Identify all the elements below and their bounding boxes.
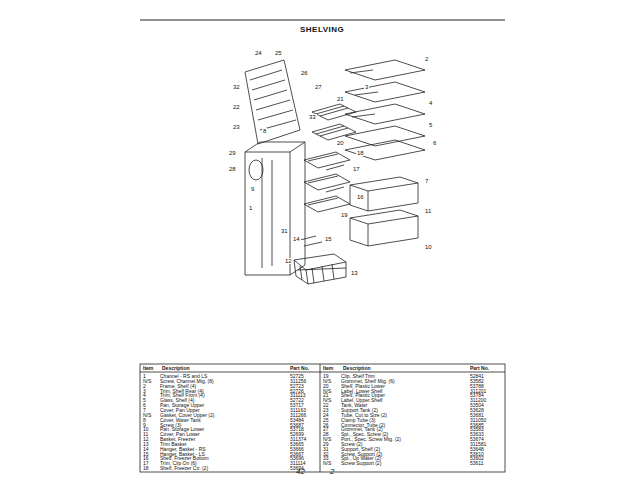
table-cell: 18 bbox=[143, 466, 149, 471]
table-header: Item bbox=[143, 366, 153, 371]
table-header: Part No. bbox=[290, 366, 309, 371]
callout-number: 9 bbox=[250, 186, 255, 192]
table-cell: N/S bbox=[323, 461, 331, 466]
callout-number: 21 bbox=[336, 96, 345, 102]
callout-number: 20 bbox=[336, 140, 345, 146]
callout-number: 14 bbox=[292, 236, 301, 242]
callout-number: 32 bbox=[232, 84, 241, 90]
callout-number: 31 bbox=[280, 228, 289, 234]
callout-number: 7 bbox=[424, 178, 429, 184]
callout-number: 33 bbox=[308, 114, 317, 120]
callout-number: 18 bbox=[356, 150, 365, 156]
page-number: 2 bbox=[330, 468, 334, 476]
table-header: Part No. bbox=[470, 366, 489, 371]
callout-number: 1 bbox=[248, 205, 253, 211]
callout-number: 11 bbox=[424, 208, 432, 214]
table-header: Description bbox=[343, 366, 371, 371]
table-cell: Shelf, Freezer Ctr. (2) bbox=[160, 466, 208, 471]
table-cell: 53611 bbox=[470, 461, 484, 466]
callout-number: 16 bbox=[356, 194, 365, 200]
callout-number: 3 bbox=[364, 84, 369, 90]
callout-number: 27 bbox=[314, 84, 323, 90]
table-header: Description bbox=[162, 366, 190, 371]
callout-number: 13 bbox=[350, 270, 359, 276]
callout-number: 19 bbox=[340, 212, 349, 218]
callout-number: 17 bbox=[352, 166, 361, 172]
callout-number: 29 bbox=[228, 150, 237, 156]
callout-number: 22 bbox=[232, 104, 241, 110]
callout-number: 23 bbox=[232, 124, 241, 130]
callout-number: 28 bbox=[228, 166, 237, 172]
table-cell: Screw Support (2) bbox=[341, 461, 381, 466]
callout-number: 6 bbox=[432, 140, 437, 146]
callout-number: 4 bbox=[428, 100, 433, 106]
callout-number: 25 bbox=[274, 50, 283, 56]
callout-number: 2 bbox=[424, 56, 429, 62]
callout-number: 15 bbox=[324, 236, 333, 242]
page-number: 42 bbox=[296, 468, 305, 476]
callout-number: 12 bbox=[284, 258, 293, 264]
table-header: Item bbox=[323, 366, 333, 371]
diagram-title: SHELVING bbox=[300, 26, 344, 34]
callout-number: 26 bbox=[300, 70, 309, 76]
callout-number: 5 bbox=[428, 122, 433, 128]
callout-number: 10 bbox=[424, 244, 433, 250]
callout-number: 8 bbox=[262, 128, 267, 134]
callout-number: 24 bbox=[254, 50, 263, 56]
